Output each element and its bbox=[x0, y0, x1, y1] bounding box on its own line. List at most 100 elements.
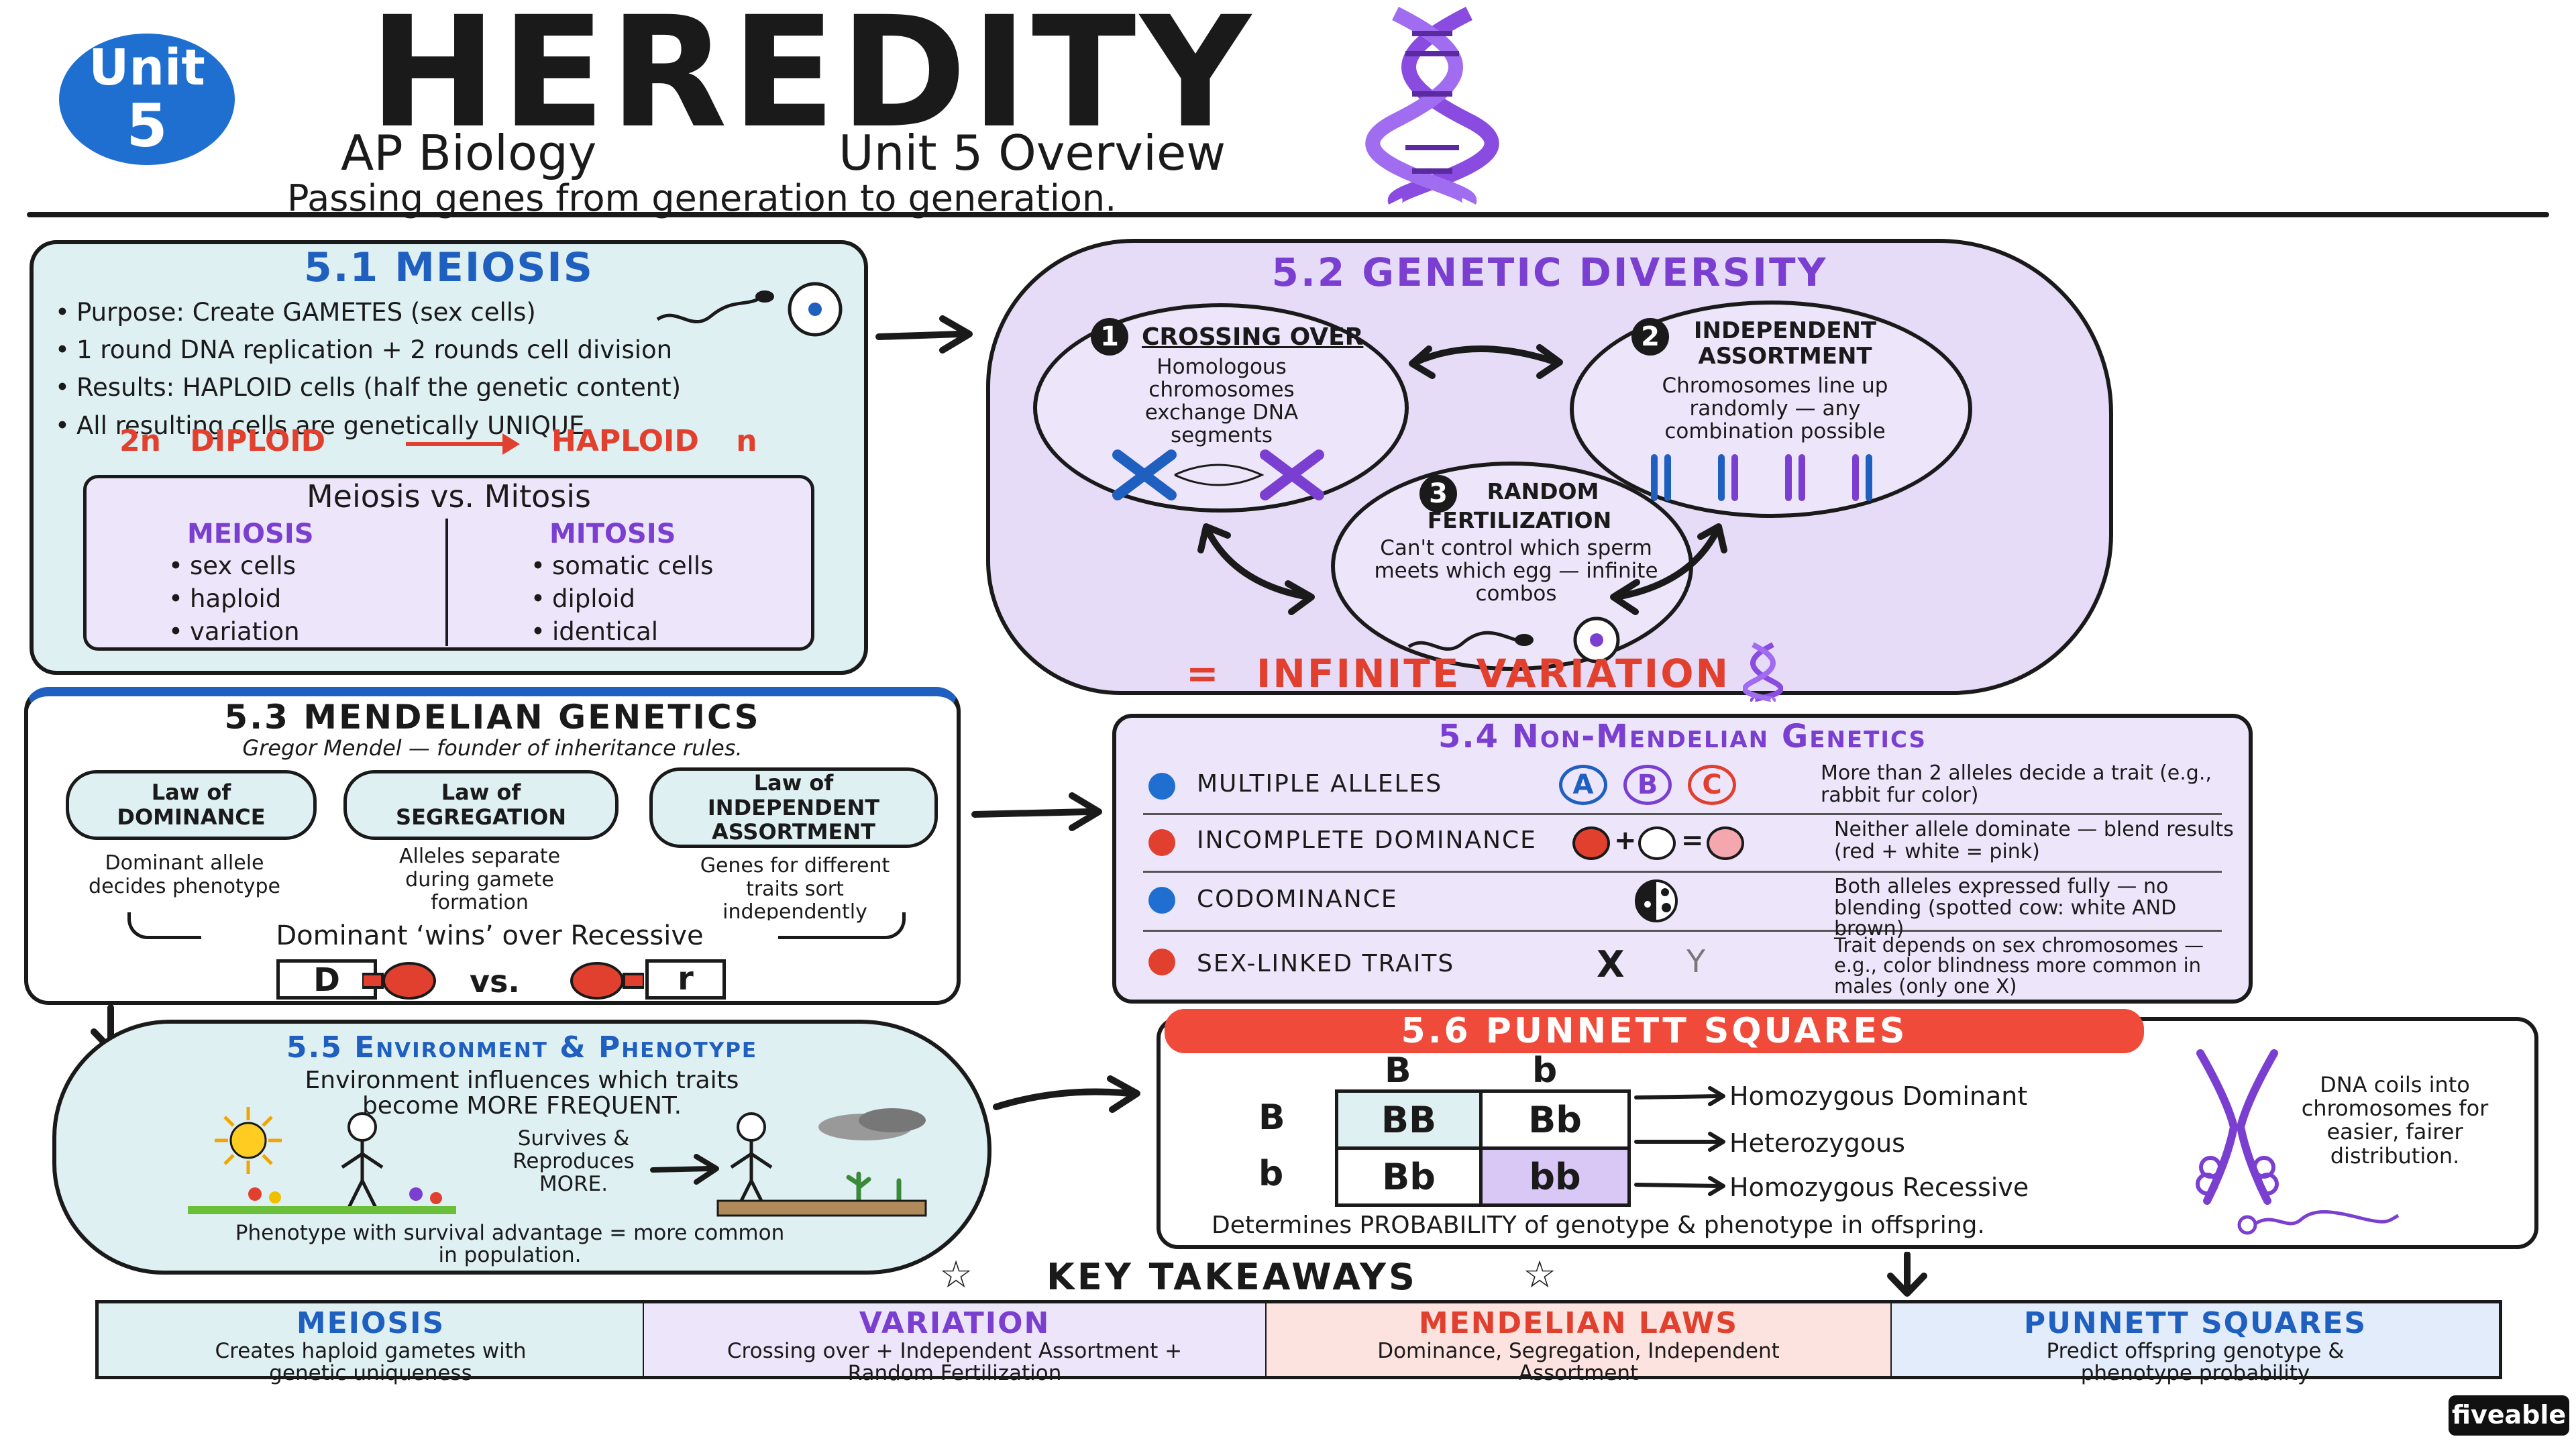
diversity-title: 5.2 GENETIC DIVERSITY bbox=[1271, 250, 1828, 295]
sex-linked-desc: Trait depends on sex chromosomes — e.g.,… bbox=[1834, 934, 2204, 998]
compare-title: Meiosis vs. Mitosis bbox=[306, 478, 592, 515]
arrow-right-icon bbox=[993, 1075, 1140, 1113]
takeaway-variation: VARIATION Crossing over + Independent As… bbox=[643, 1300, 1267, 1384]
course-name: AP Biology bbox=[341, 125, 597, 181]
meiosis-head: MEIOSIS bbox=[187, 519, 314, 549]
allele-b-badge: B bbox=[1623, 765, 1672, 805]
key-takeaways-title: KEY TAKEAWAYS bbox=[1046, 1256, 1417, 1298]
takeaway-meiosis: MEIOSIS Creates haploid gametes with gen… bbox=[95, 1300, 644, 1384]
infinite-variation-text: INFINITE VARIATION bbox=[1256, 651, 1731, 696]
meiosis-bullet: All resulting cells are genetically UNIQ… bbox=[50, 407, 681, 445]
dominant-wins: Dominant ‘wins’ over Recessive bbox=[201, 920, 778, 951]
punnett-col-dominant: B bbox=[1385, 1051, 1411, 1091]
versus-label: vs. bbox=[470, 963, 520, 1000]
punnett-row-recessive: b bbox=[1258, 1154, 1284, 1194]
independent-title: INDEPENDENT ASSORTMENT bbox=[1693, 317, 1877, 370]
punnett-col-recessive: b bbox=[1532, 1051, 1558, 1091]
bullet-dot bbox=[1148, 829, 1175, 856]
independent-assortment-circle: 2 INDEPENDENT ASSORTMENT Chromosomes lin… bbox=[1570, 301, 1972, 518]
survives-label: Survives & Reproduces MORE. bbox=[513, 1126, 635, 1197]
law-segregation-pill: Law of SEGREGATION bbox=[343, 770, 619, 840]
environment-line1: Environment influences which traits bbox=[305, 1067, 739, 1094]
law-segregation-desc: Alleles separate during gamete formation bbox=[398, 845, 561, 914]
environment-line2: become MORE FREQUENT. bbox=[362, 1092, 682, 1120]
boxing-glove-icon bbox=[570, 962, 644, 1000]
meiosis-title: 5.1 MEIOSIS bbox=[304, 244, 594, 291]
dna-coil-note: DNA coils into chromosomes for easier, f… bbox=[2301, 1072, 2489, 1169]
meiosis-item: variation bbox=[163, 615, 314, 648]
punnett-title: 5.6 PUNNETT SQUARES bbox=[1165, 1009, 2144, 1053]
equals-sign: = bbox=[1186, 651, 1221, 696]
mitosis-head: MITOSIS bbox=[549, 519, 676, 549]
takeaway-head: PUNNETT SQUARES bbox=[2023, 1306, 2367, 1340]
crossing-over-number: 1 bbox=[1091, 318, 1128, 356]
equals-sign: = bbox=[1681, 825, 1704, 856]
bullet-dot bbox=[1148, 773, 1175, 800]
diploid-label: 2n DIPLOID bbox=[119, 424, 325, 458]
takeaway-head: MENDELIAN LAWS bbox=[1418, 1306, 1739, 1340]
spotted-cow-icon bbox=[1635, 879, 1678, 922]
random-desc: Can't control which sperm meets which eg… bbox=[1374, 536, 1658, 606]
random-fertilization-circle: 3 RANDOM FERTILIZATION Can't control whi… bbox=[1331, 462, 1693, 671]
punnett-cell: bb bbox=[1479, 1146, 1631, 1207]
punnett-cell: BB bbox=[1335, 1089, 1483, 1150]
boxing-glove-icon bbox=[362, 962, 436, 1000]
environment-panel bbox=[52, 1020, 991, 1275]
sperm-egg-icon bbox=[1407, 616, 1620, 663]
bullet-dot bbox=[1148, 949, 1175, 975]
cycle-arrows-icon bbox=[1197, 344, 1727, 615]
allele-c-badge: C bbox=[1688, 765, 1736, 805]
takeaway-mendelian: MENDELIAN LAWS Dominance, Segregation, I… bbox=[1265, 1300, 1892, 1384]
haploid-symbol: n bbox=[736, 424, 757, 458]
haploid-text: HAPLOID bbox=[551, 424, 699, 458]
punnett-footer: Determines PROBABILITY of genotype & phe… bbox=[1212, 1212, 1985, 1239]
takeaway-head: MEIOSIS bbox=[296, 1306, 445, 1340]
meiosis-bullet: Purpose: Create GAMETES (sex cells) bbox=[50, 294, 681, 331]
meiosis-bullets: Purpose: Create GAMETES (sex cells) 1 ro… bbox=[50, 294, 681, 445]
row-divider bbox=[1143, 813, 2222, 815]
star-icon: ☆ bbox=[939, 1253, 973, 1297]
arrow-right-icon bbox=[875, 315, 973, 354]
arrow-right-icon bbox=[971, 792, 1102, 831]
environment-title: 5.5 Environment & Phenotype bbox=[286, 1030, 758, 1065]
mitosis-column: MITOSIS somatic cells diploid identical bbox=[531, 519, 713, 649]
meiosis-bullet: Results: HAPLOID cells (half the genetic… bbox=[50, 369, 681, 407]
non-mendelian-title: 5.4 Non-Mendelian Genetics bbox=[1438, 718, 1927, 755]
sunny-field-icon bbox=[188, 1107, 456, 1214]
diploid-to-haploid-arrow bbox=[406, 433, 520, 455]
codominance-label: CODOMINANCE bbox=[1197, 885, 1398, 913]
haploid-label: HAPLOID n bbox=[551, 424, 757, 458]
takeaway-head: VARIATION bbox=[859, 1306, 1051, 1340]
star-icon: ☆ bbox=[1523, 1253, 1557, 1297]
crossing-over-title: CROSSING OVER bbox=[1142, 323, 1364, 351]
infinite-variation: = INFINITE VARIATION bbox=[1186, 651, 1730, 696]
law-independent-desc: Genes for different traits sort independ… bbox=[700, 854, 890, 924]
multiple-alleles-desc: More than 2 alleles decide a trait (e.g.… bbox=[1821, 761, 2212, 807]
meiosis-item: sex cells bbox=[163, 549, 314, 582]
environment-note: Phenotype with survival advantage = more… bbox=[235, 1221, 785, 1267]
arrow-right-icon bbox=[650, 1154, 719, 1185]
dna-squiggle-icon bbox=[2237, 1210, 2400, 1235]
bullet-dot bbox=[1148, 887, 1175, 914]
diploid-symbol: 2n bbox=[119, 424, 161, 458]
page-title: HEREDITY bbox=[369, 0, 1255, 162]
takeaway-punnett: PUNNETT SQUARES Predict offspring genoty… bbox=[1890, 1300, 2502, 1384]
crossing-over-circle: 1 CROSSING OVER Homologous chromosomes e… bbox=[1033, 303, 1409, 513]
mendel-subtitle: Gregor Mendel — founder of inheritance r… bbox=[242, 735, 743, 761]
punnett-cell: Bb bbox=[1479, 1089, 1631, 1150]
homozygous-dominant-label: Homozygous Dominant bbox=[1729, 1081, 2028, 1111]
arrow-down-icon bbox=[1887, 1252, 1927, 1297]
meiosis-bullet: 1 round DNA replication + 2 rounds cell … bbox=[50, 331, 681, 369]
desert-scene-icon bbox=[716, 1108, 927, 1217]
recessive-allele-box: r bbox=[645, 959, 726, 1000]
row-divider bbox=[1143, 871, 2222, 873]
takeaway-desc: Crossing over + Independent Assortment +… bbox=[727, 1339, 1183, 1385]
takeaway-desc: Creates haploid gametes with genetic uni… bbox=[215, 1339, 527, 1385]
pink-result-dot bbox=[1707, 826, 1744, 860]
meiosis-panel: 5.1 MEIOSIS Purpose: Create GAMETES (sex… bbox=[30, 240, 868, 675]
takeaway-desc: Predict offspring genotype & phenotype p… bbox=[2046, 1339, 2345, 1385]
codominance-desc: Both alleles expressed fully — no blendi… bbox=[1834, 875, 2177, 941]
homozygous-recessive-label: Homozygous Recessive bbox=[1729, 1173, 2029, 1202]
takeaway-desc: Dominance, Segregation, Independent Asso… bbox=[1377, 1339, 1780, 1385]
punnett-row-dominant: B bbox=[1258, 1097, 1285, 1138]
